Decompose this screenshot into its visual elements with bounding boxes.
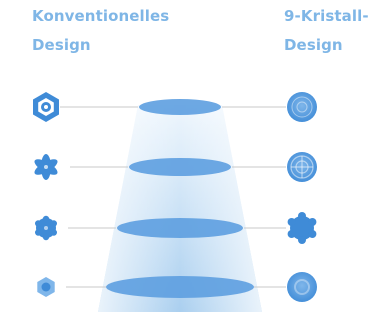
heading-conventional-design: Konventionelles Design <box>32 2 169 60</box>
snowflake-star-icon <box>34 154 58 180</box>
heading-conventional-line1: Konventionelles <box>32 7 170 25</box>
cone-cross-section-2 <box>129 158 231 176</box>
nine-crystal-icon <box>287 92 317 122</box>
nine-crystal-icon <box>287 152 317 182</box>
cone-cross-section-1 <box>139 99 221 115</box>
snowflake-round-icon <box>35 215 57 241</box>
cone-cross-section-3 <box>117 218 243 238</box>
cone-shading <box>98 105 262 312</box>
cone-cross-section-4 <box>106 276 254 298</box>
heading-conventional-line2: Design <box>32 36 91 54</box>
snowflake-hexagon-icon <box>33 92 59 122</box>
heading-nine-crystal-line2: Design <box>284 36 343 54</box>
nine-crystal-icon <box>287 212 317 244</box>
snowflake-small-icon <box>37 277 55 297</box>
heading-nine-crystal-design: 9-Kristall- Design <box>284 2 369 60</box>
heading-nine-crystal-line1: 9-Kristall- <box>284 7 369 25</box>
nine-crystal-icon <box>287 272 317 302</box>
